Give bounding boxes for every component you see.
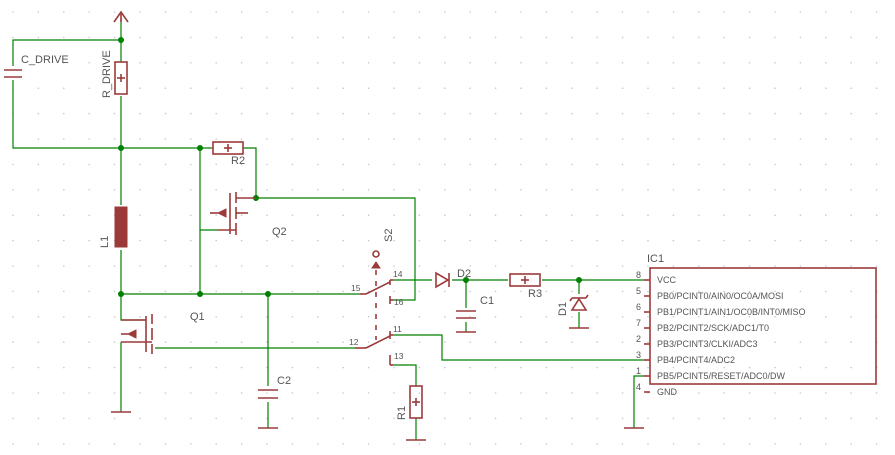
wire-cdrive-loop (12, 39, 121, 66)
junction-main-left (118, 291, 124, 297)
junction-r3-d1 (576, 277, 582, 283)
ic1-pin-name: PB1/PCINT1/AIN1/OC0B/INT0/MISO (657, 307, 806, 317)
background-grid (12, 11, 878, 445)
wire-gnd-ic (633, 375, 644, 428)
q2-transistor: Q2 (210, 192, 287, 238)
ic1-pin-number: 7 (636, 318, 641, 328)
ic1-pin-number: 5 (636, 286, 641, 296)
ic1-pin-name: VCC (657, 275, 677, 285)
junction-r2-left (118, 145, 124, 151)
q1-transistor: Q1 (121, 311, 205, 354)
ic1-label: IC1 (647, 253, 664, 265)
c2-label: C2 (277, 375, 291, 387)
l1-label: L1 (99, 236, 111, 248)
wire-r2-right (243, 147, 257, 198)
junction-d2 (463, 277, 469, 283)
ic1-pin-name: PB4/PCINT4/ADC2 (657, 355, 735, 365)
r3-label: R3 (528, 288, 542, 300)
wire-q2-drain-to-s2 (256, 197, 416, 301)
r2-resistor: R2 (212, 141, 245, 167)
ic1-pin-name: GND (657, 387, 678, 397)
s2-label: S2 (383, 229, 395, 242)
ic1-pin-name: PB3/PCINT3/CLKI/ADC3 (657, 339, 758, 349)
ic1-pin-name: PB2/PCINT2/SCK/ADC1/T0 (657, 323, 769, 333)
junction-r2-node (197, 145, 203, 151)
ic1-pin-number: 3 (636, 350, 641, 360)
d1-label: D1 (557, 302, 569, 316)
ic1-pin-number: 2 (636, 334, 641, 344)
s2-pin-13: 13 (394, 351, 404, 361)
s2-pin-16: 16 (394, 297, 404, 307)
s2-pin-11: 11 (393, 324, 402, 334)
junctions (118, 37, 582, 297)
q2-label: Q2 (272, 226, 287, 238)
c-drive-capacitor: C_DRIVE (4, 54, 69, 78)
r1-resistor: R1 (396, 385, 423, 420)
d1-zener-diode: D1 (557, 294, 589, 316)
wire-s2-13-to-r1 (393, 364, 417, 386)
d2-label: D2 (457, 268, 471, 280)
s2-switch: S2 15 14 16 12 11 13 (349, 229, 404, 366)
wires (12, 18, 644, 440)
c1-label: C1 (480, 295, 494, 307)
c-drive-label: C_DRIVE (21, 54, 69, 66)
ic1-pin-number: 6 (636, 302, 641, 312)
c1-capacitor: C1 (456, 295, 494, 319)
s2-pin-15: 15 (351, 283, 361, 293)
junction-main-c2 (265, 291, 271, 297)
d2-diode: D2 (435, 268, 471, 289)
ic1-pin-name: PB5/PCINT5/RESET/ADC0/DW (657, 371, 786, 381)
wire-q1-drain (120, 294, 146, 321)
l1-inductor: L1 (99, 206, 128, 248)
junction-main-q2 (197, 291, 203, 297)
wire-s2-11-to-pb4 (393, 334, 644, 361)
r3-resistor: R3 (509, 273, 542, 300)
junction-top (118, 37, 124, 43)
r2-label: R2 (231, 155, 245, 167)
wire-q2-gate-net (199, 148, 218, 231)
s2-pin-14: 14 (393, 269, 403, 279)
q1-label: Q1 (190, 311, 205, 323)
r1-label: R1 (396, 406, 408, 420)
ic1-pin-number: 8 (636, 270, 641, 280)
ic1-pin-number: 1 (636, 366, 641, 376)
supply-arrow-icon (113, 10, 129, 23)
r-drive-label: R_DRIVE (101, 50, 113, 98)
ic1-pin-number: 4 (636, 382, 641, 392)
ic1-pin-name: PB0/PCINT0/AIN0/OC0A/MOSI (657, 291, 784, 301)
s2-pin-12: 12 (349, 337, 359, 347)
wire-cdrive-return (12, 80, 121, 149)
r-drive-resistor: R_DRIVE (101, 50, 128, 98)
c2-capacitor: C2 (258, 375, 291, 399)
